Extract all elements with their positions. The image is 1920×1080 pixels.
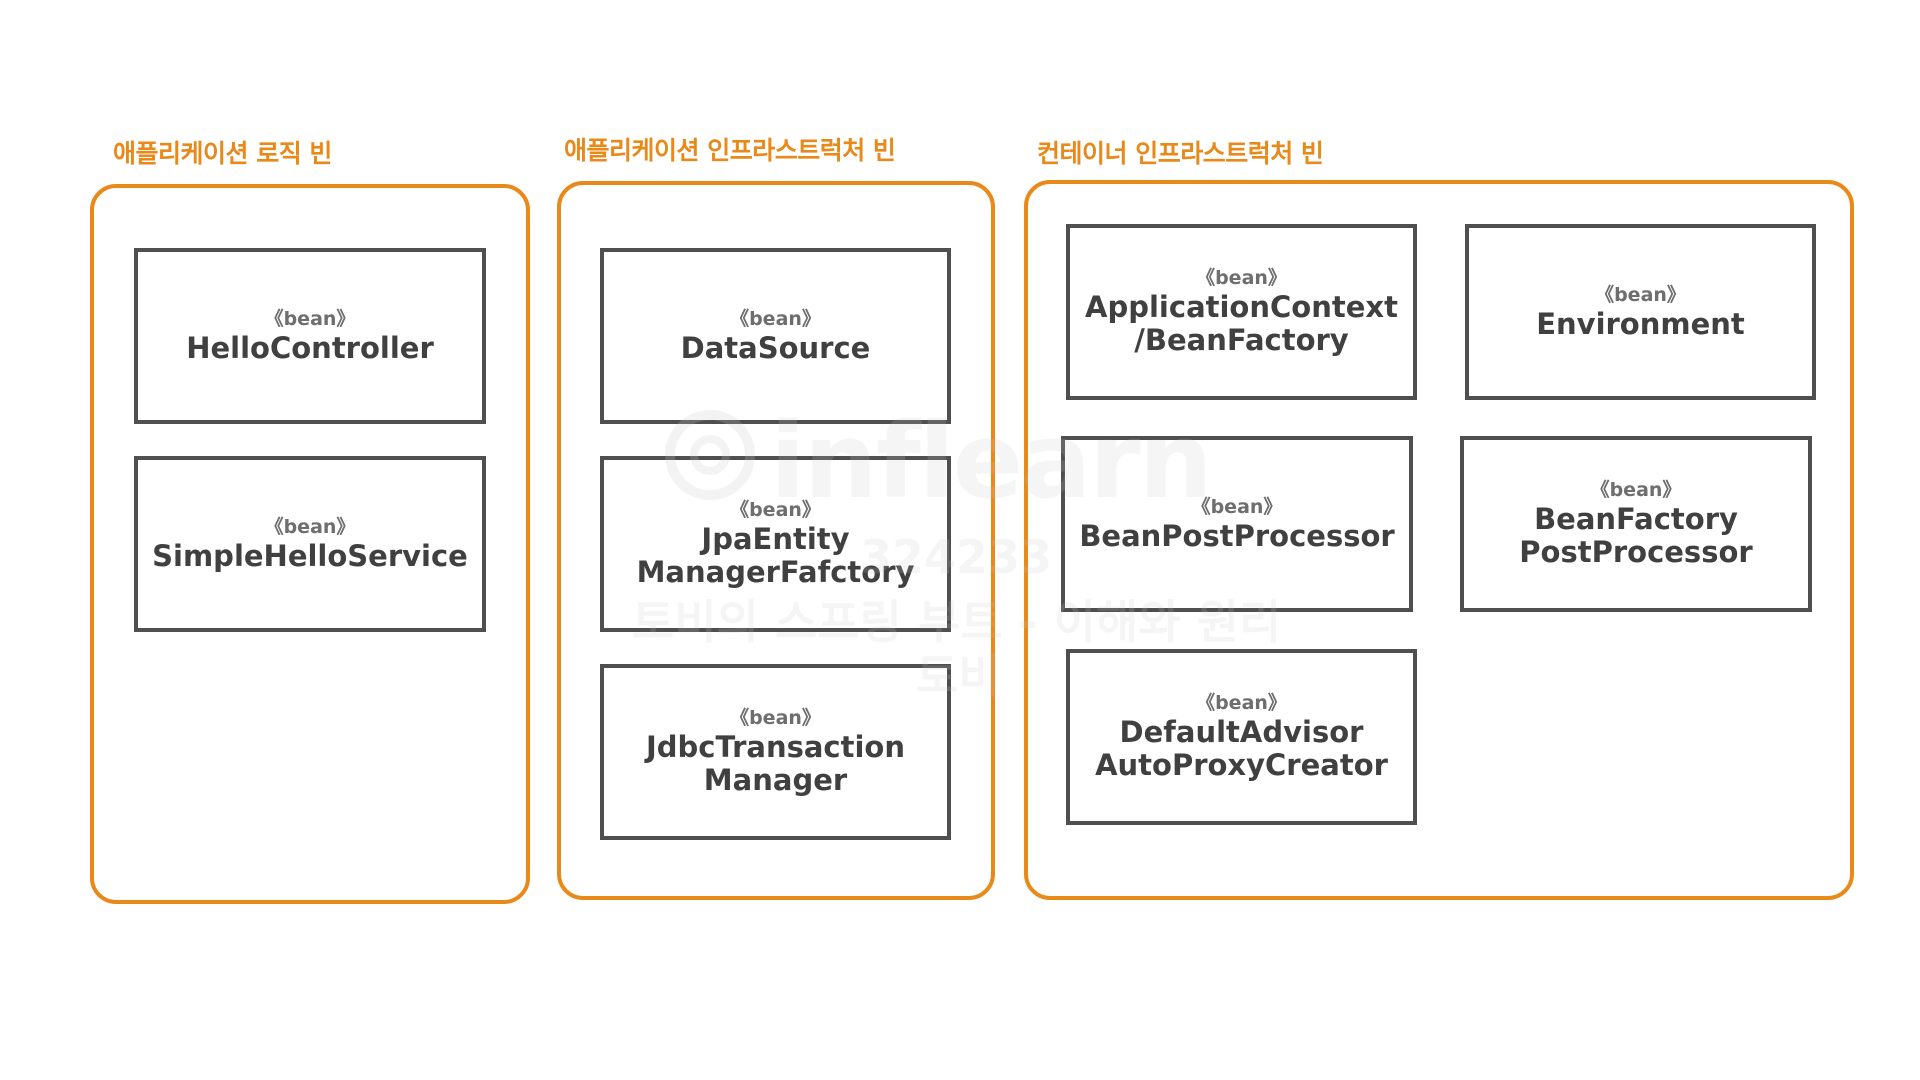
bean-name: BeanFactory PostProcessor: [1519, 502, 1753, 569]
bean-simple-hello-service: 《bean》 SimpleHelloService: [134, 456, 486, 632]
bean-jpa-entity-manager-factory: 《bean》 JpaEntity ManagerFafctory: [600, 456, 951, 632]
bean-hello-controller: 《bean》 HelloController: [134, 248, 486, 424]
bean-stereotype: 《bean》: [730, 707, 821, 729]
bean-stereotype: 《bean》: [1191, 495, 1283, 518]
bean-name: Environment: [1536, 306, 1745, 341]
group-title-app-logic: 애플리케이션 로직 빈: [113, 139, 332, 168]
bean-stereotype: 《bean》: [1595, 283, 1686, 306]
bean-bean-factory-post-processor: 《bean》 BeanFactory PostProcessor: [1460, 436, 1812, 612]
bean-environment: 《bean》 Environment: [1465, 224, 1816, 400]
bean-name: DefaultAdvisor AutoProxyCreator: [1095, 715, 1388, 782]
bean-stereotype: 《bean》: [730, 499, 821, 521]
bean-stereotype: 《bean》: [1196, 692, 1287, 714]
bean-bean-post-processor: 《bean》 BeanPostProcessor: [1061, 436, 1413, 612]
bean-data-source: 《bean》 DataSource: [600, 248, 951, 424]
bean-name: ApplicationContext /BeanFactory: [1085, 290, 1398, 357]
bean-stereotype: 《bean》: [264, 307, 356, 330]
bean-name: DataSource: [680, 330, 871, 365]
group-title-app-infra: 애플리케이션 인프라스트럭처 빈: [564, 136, 896, 165]
bean-name: JdbcTransaction Manager: [645, 730, 905, 797]
bean-name: HelloController: [186, 330, 434, 365]
bean-application-context: 《bean》 ApplicationContext /BeanFactory: [1066, 224, 1417, 400]
bean-stereotype: 《bean》: [1196, 267, 1287, 289]
bean-name: JpaEntity ManagerFafctory: [636, 522, 915, 589]
bean-stereotype: 《bean》: [730, 307, 821, 330]
group-title-container-infra: 컨테이너 인프라스트럭처 빈: [1037, 139, 1324, 168]
bean-name: SimpleHelloService: [152, 538, 468, 573]
bean-default-advisor-auto-proxy-creator: 《bean》 DefaultAdvisor AutoProxyCreator: [1066, 649, 1417, 825]
bean-stereotype: 《bean》: [264, 515, 356, 538]
bean-jdbc-transaction-manager: 《bean》 JdbcTransaction Manager: [600, 664, 951, 840]
bean-stereotype: 《bean》: [1590, 479, 1682, 501]
bean-name: BeanPostProcessor: [1079, 518, 1395, 553]
